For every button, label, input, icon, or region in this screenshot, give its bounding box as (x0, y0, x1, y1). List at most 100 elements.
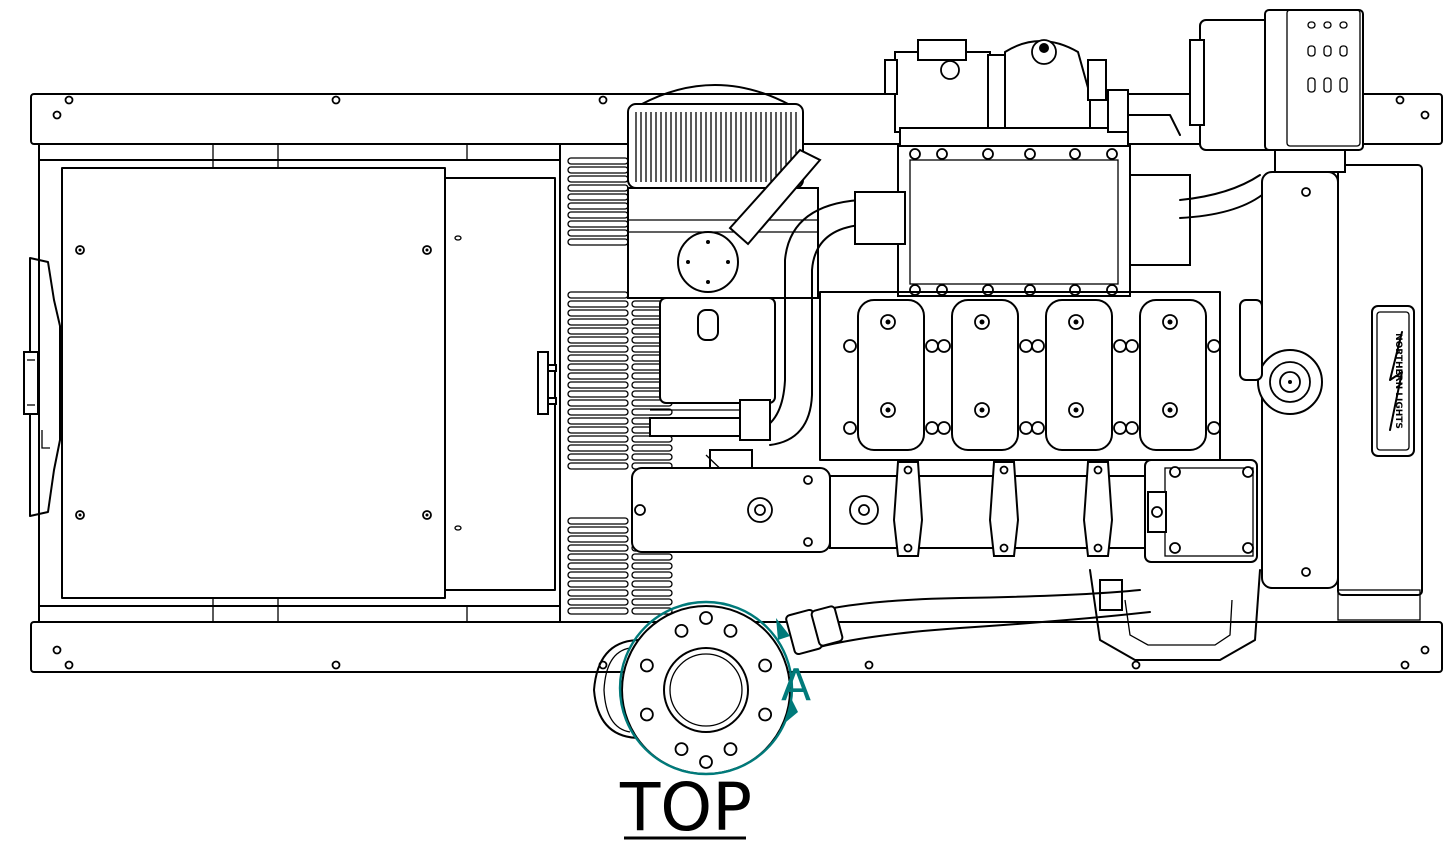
cooling-fin (567, 435, 629, 443)
view-label: TOP (619, 769, 752, 846)
head-bolt (925, 339, 939, 353)
head-bolt (843, 339, 857, 353)
cooling-fin (631, 598, 673, 606)
cooling-fin (567, 363, 629, 371)
control-box-slot (1307, 77, 1316, 93)
cooling-fin (567, 580, 629, 588)
flange-bolt-hole (674, 623, 689, 638)
flange-bolt-hole (639, 707, 654, 722)
head-bolt (1207, 339, 1221, 353)
manifold-bolt (936, 284, 948, 296)
exhaust-strap (1082, 461, 1114, 557)
manifold-bolt (1106, 284, 1118, 296)
air-filter (627, 84, 822, 437)
control-box-slot (1339, 77, 1348, 93)
head-bolt (925, 421, 939, 435)
cooling-fin (567, 345, 629, 353)
head-bolt (1019, 339, 1033, 353)
manifold-bolt (1024, 284, 1036, 296)
cooling-fin (631, 453, 673, 461)
cooling-fin (567, 426, 629, 434)
rocker-cover-bolt-center (1167, 407, 1173, 413)
frame-bolt-holes (52, 95, 1430, 670)
manifold-bolt (909, 148, 921, 160)
rocker-cover-bolt-center (885, 319, 891, 325)
cooling-fin (567, 193, 629, 201)
control-box-slot (1323, 21, 1332, 29)
head-bolt (1125, 421, 1139, 435)
head-bolt (937, 421, 951, 435)
head-bolt (1207, 421, 1221, 435)
cooling-fin (567, 607, 629, 615)
head-bolt (937, 339, 951, 353)
manifold-bolt (982, 284, 994, 296)
cooling-fin (567, 553, 629, 561)
manifold-bolt (1106, 148, 1118, 160)
rocker-cover-bolt-center (885, 407, 891, 413)
manifold-bolt (936, 148, 948, 160)
cooling-fin (567, 562, 629, 570)
rocker-cover (857, 299, 925, 451)
head-outline (819, 291, 1221, 461)
rocker-cover-bolt-center (979, 407, 985, 413)
intake-manifold (854, 145, 1191, 297)
head-bolt (1031, 339, 1045, 353)
cooling-fin (567, 202, 629, 210)
cooling-fin (631, 562, 673, 570)
cooling-fin (567, 238, 629, 246)
cooling-fin (567, 517, 629, 525)
cooling-fin (567, 327, 629, 335)
cooling-fin (631, 444, 673, 452)
generator-end (23, 167, 557, 599)
manifold-bolt (1069, 284, 1081, 296)
strap-bolt (999, 543, 1009, 553)
exhaust-strap (892, 461, 924, 557)
cooling-fin (567, 372, 629, 380)
head-bolt (843, 421, 857, 435)
detail-callout-label: A (781, 660, 811, 711)
strap-bolt (903, 543, 913, 553)
control-box-slot (1307, 21, 1316, 29)
flange-bolt-hole (699, 611, 713, 625)
exhaust-flange (593, 605, 791, 775)
head-bolt (1019, 421, 1033, 435)
cooling-fin (567, 390, 629, 398)
detail-callout-a: A (618, 600, 811, 776)
exhaust-strap (988, 461, 1020, 557)
cooling-fin (567, 336, 629, 344)
rocker-cover-bolt-center (1167, 319, 1173, 325)
cooling-fin (631, 408, 673, 416)
cooling-fin (567, 462, 629, 470)
cooling-fin (567, 291, 629, 299)
cooling-fin (567, 157, 629, 165)
rocker-cover (951, 299, 1019, 451)
cooling-fin (631, 580, 673, 588)
cooling-fin (567, 589, 629, 597)
cooling-fin (567, 381, 629, 389)
cooling-fin (567, 211, 629, 219)
cooling-fin (567, 444, 629, 452)
rocker-cover (1139, 299, 1207, 451)
strap-bolt (1093, 543, 1103, 553)
cooling-fin (567, 598, 629, 606)
cooling-fin (567, 453, 629, 461)
cooling-fin (567, 399, 629, 407)
injection-pump-assembly (884, 39, 1181, 147)
manifold-bolt (1024, 148, 1036, 160)
strap-bolt (999, 465, 1009, 475)
control-box-slot (1323, 77, 1332, 93)
generator-cover-screws (75, 245, 432, 520)
flange-bolt-hole (639, 658, 654, 673)
flange-bolt-hole (758, 707, 773, 722)
brand-logo-plate: NORTHERN LIGHTS (1371, 305, 1415, 457)
rocker-covers (843, 299, 1221, 451)
cooling-fin (631, 571, 673, 579)
control-box-slot (1323, 45, 1332, 57)
cooling-fin (631, 589, 673, 597)
control-box-slot (1339, 45, 1348, 57)
cooling-fin (567, 175, 629, 183)
cooling-fin (567, 220, 629, 228)
control-box-slot (1307, 45, 1316, 57)
manifold-bolt (909, 284, 921, 296)
